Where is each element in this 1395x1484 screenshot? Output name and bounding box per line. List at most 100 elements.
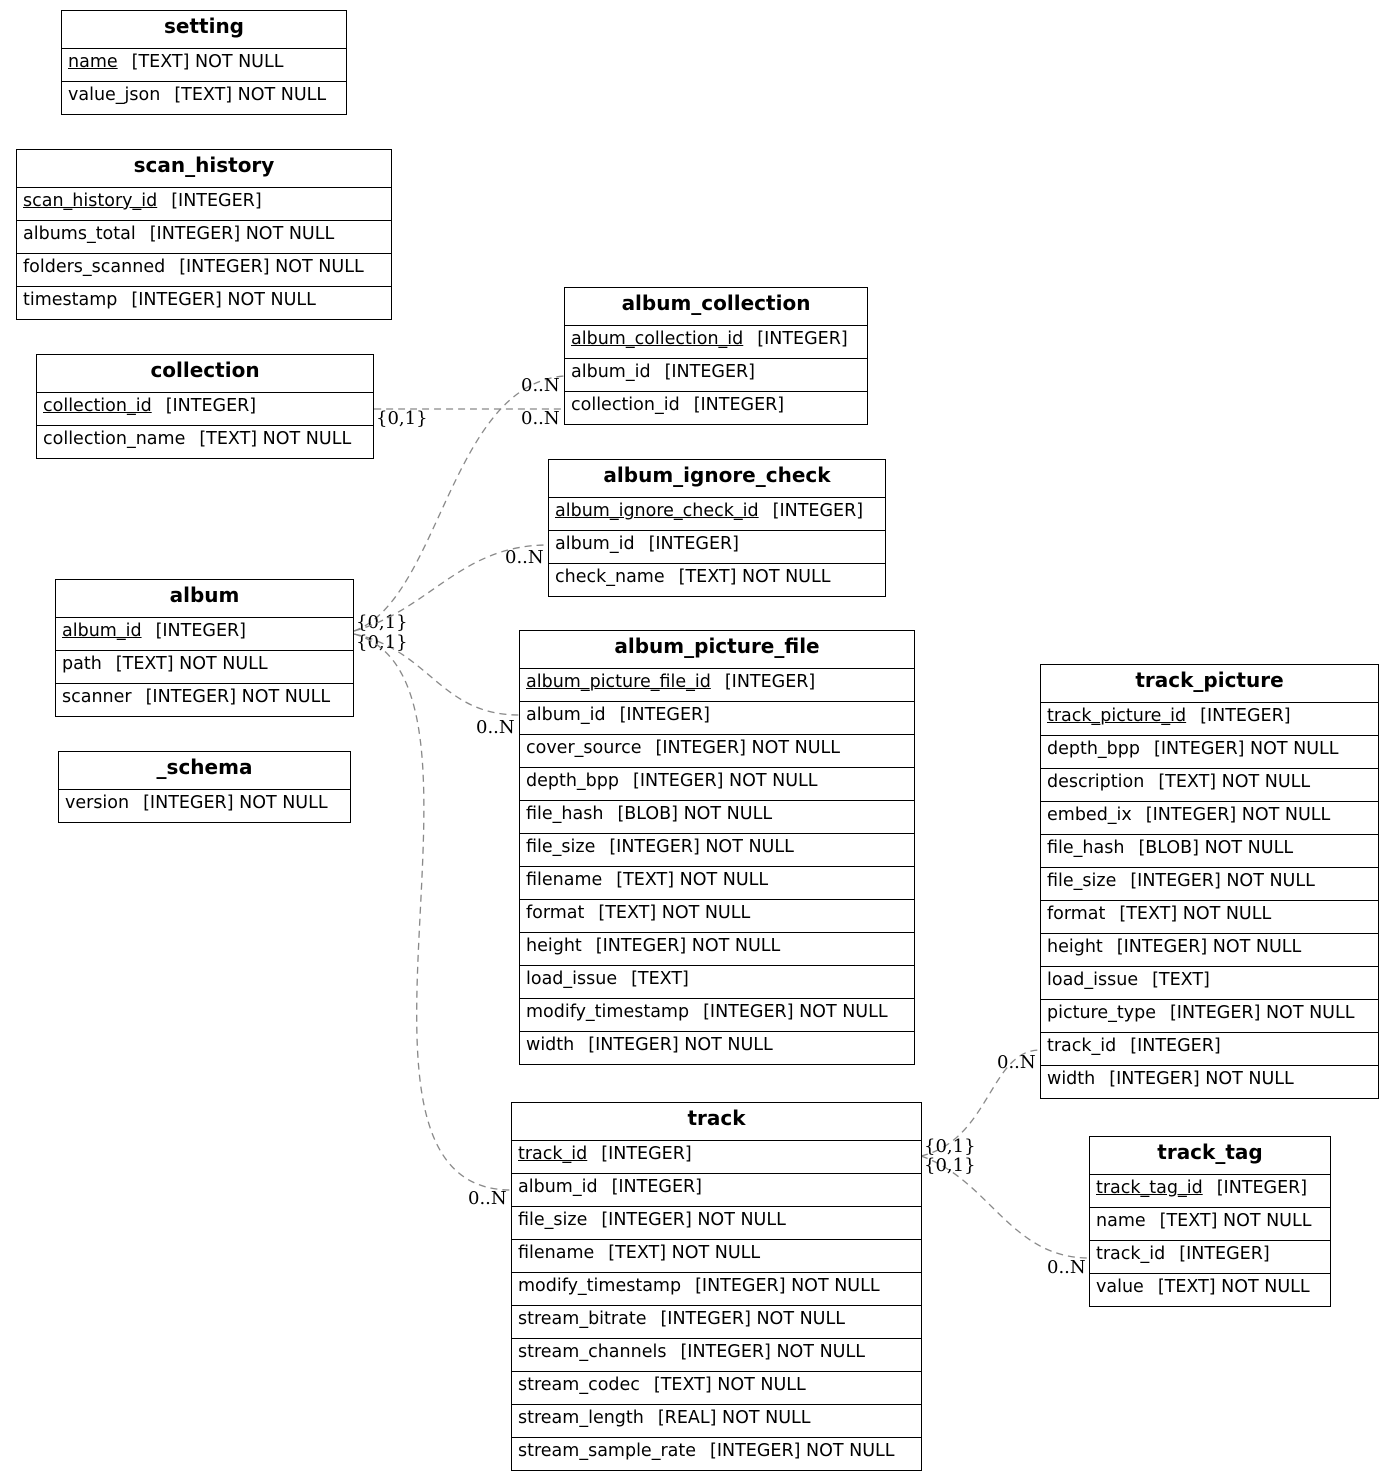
field-name: album_id <box>555 534 635 554</box>
field-type: [INTEGER] NOT NULL <box>633 771 818 791</box>
field-row: load_issue [TEXT] <box>1041 966 1378 999</box>
field-type: [INTEGER] <box>165 396 257 416</box>
cardinality-from-label: {0,1} <box>356 612 408 633</box>
entity-title: album_collection <box>621 291 811 315</box>
field-name: modify_timestamp <box>518 1276 682 1296</box>
cardinality-to-label: 0..N <box>997 1052 1036 1073</box>
field-type: [INTEGER] <box>171 191 262 211</box>
entity-title: _schema <box>156 755 253 779</box>
field-row: load_issue[TEXT] <box>520 965 914 998</box>
field-name: file_size <box>526 837 596 857</box>
field-row: path[TEXT] NOT NULL <box>56 650 353 683</box>
field-type: [INTEGER] <box>1216 1178 1308 1198</box>
cardinality-from-label: {0,1} <box>924 1155 976 1176</box>
field-type: [INTEGER] NOT NULL <box>680 1342 865 1362</box>
field-name: cover_source <box>526 738 642 758</box>
field-name: collection_id <box>571 395 680 415</box>
field-name: timestamp <box>23 290 118 310</box>
field-name: track_id <box>1096 1244 1166 1264</box>
field-row: depth_bpp[INTEGER] NOT NULL <box>1041 735 1378 768</box>
primary-key-name: collection_id <box>43 396 152 416</box>
field-row: file_size[INTEGER] NOT NULL <box>512 1206 921 1239</box>
field-row: name[TEXT] NOT NULL <box>1090 1207 1330 1240</box>
field-name: filename <box>526 870 603 890</box>
entity-title: track_tag <box>1157 1140 1263 1164</box>
field-row: folders_scanned[INTEGER] NOT NULL <box>17 253 391 286</box>
field-row: album_id[INTEGER] <box>549 530 885 563</box>
field-type: [INTEGER] NOT NULL <box>595 936 781 956</box>
field-name: stream_bitrate <box>518 1309 647 1329</box>
field-row: filename [TEXT] NOT NULL <box>512 1239 921 1272</box>
field-type: [INTEGER] <box>772 501 864 521</box>
field-row: description[TEXT] NOT NULL <box>1041 768 1378 801</box>
field-name: width <box>1047 1069 1096 1089</box>
entity-title: scan_history <box>133 153 275 177</box>
field-row: file_hash[BLOB] NOT NULL <box>1041 834 1378 867</box>
field-row: file_size [INTEGER] NOT NULL <box>520 833 914 866</box>
field-row: album_id[INTEGER] <box>512 1173 921 1206</box>
field-name: load_issue <box>1047 970 1139 990</box>
entity-title: album_ignore_check <box>603 463 831 487</box>
field-name: stream_codec <box>518 1375 640 1395</box>
field-type: [INTEGER] <box>693 395 785 415</box>
field-type: [BLOB] NOT NULL <box>617 804 773 824</box>
field-name: height <box>1047 937 1103 957</box>
field-row: album_id [INTEGER] <box>56 617 353 650</box>
field-name: name <box>1096 1211 1146 1231</box>
field-row: depth_bpp[INTEGER] NOT NULL <box>520 767 914 800</box>
entity-title: setting <box>164 14 244 38</box>
field-row: album_id[INTEGER] <box>520 701 914 734</box>
cardinality-from-label: {0,1} <box>356 632 408 653</box>
relationship-edge <box>920 1155 1090 1259</box>
field-type: [INTEGER] <box>1200 706 1291 726</box>
field-name: album_id <box>571 362 651 382</box>
field-row: collection_name[TEXT] NOT NULL <box>37 425 373 458</box>
field-row: album_id[INTEGER] <box>565 358 867 391</box>
field-row: embed_ix[INTEGER] NOT NULL <box>1041 801 1378 834</box>
field-row: timestamp[INTEGER] NOT NULL <box>17 286 391 319</box>
field-name: stream_channels <box>518 1342 667 1362</box>
field-row: modify_timestamp[INTEGER] NOT NULL <box>520 998 914 1031</box>
field-type: [INTEGER] NOT NULL <box>695 1276 880 1296</box>
field-name: load_issue <box>526 969 618 989</box>
field-type: [INTEGER] NOT NULL <box>1130 871 1315 891</box>
primary-key-name: album_id <box>62 621 142 641</box>
field-type: [INTEGER] <box>601 1144 692 1164</box>
field-type: [TEXT] <box>1152 970 1210 990</box>
field-row: height [INTEGER] NOT NULL <box>520 932 914 965</box>
field-name: file_size <box>1047 871 1117 891</box>
field-type: [TEXT] NOT NULL <box>678 567 831 587</box>
field-name: stream_sample_rate <box>518 1441 696 1461</box>
primary-key-name: name <box>68 52 118 72</box>
relationship-edge <box>353 375 565 632</box>
cardinality-from-label: {0,1} <box>924 1136 976 1157</box>
field-row: cover_source[INTEGER] NOT NULL <box>520 734 914 767</box>
field-name: filename <box>518 1243 595 1263</box>
primary-key-name: album_ignore_check_id <box>555 501 759 521</box>
field-row: height[INTEGER] NOT NULL <box>1041 933 1378 966</box>
entity-scan-history: scan_history scan_history_id[INTEGER]albu… <box>16 149 392 320</box>
field-type: [REAL] NOT NULL <box>657 1408 811 1428</box>
field-name: height <box>526 936 582 956</box>
field-row: stream_sample_rate[INTEGER] NOT NULL <box>512 1437 921 1470</box>
field-type: [TEXT] NOT NULL <box>608 1243 761 1263</box>
field-row: collection_id [INTEGER] <box>37 392 373 425</box>
field-name: folders_scanned <box>23 257 166 277</box>
entity-album-ignore-check: album_ignore_check album_ignore_check_id [… <box>548 459 886 597</box>
field-type: [INTEGER] <box>155 621 246 641</box>
field-row: modify_timestamp [INTEGER] NOT NULL <box>512 1272 921 1305</box>
entity-title: album_picture_file <box>614 634 820 658</box>
field-name: album_id <box>518 1177 598 1197</box>
relationship-edge <box>353 633 520 716</box>
field-row: stream_codec[TEXT] NOT NULL <box>512 1371 921 1404</box>
field-row: album_picture_file_id[INTEGER] <box>520 668 914 701</box>
field-name: albums_total <box>23 224 136 244</box>
field-type: [INTEGER] <box>757 329 848 349</box>
field-type: [TEXT] NOT NULL <box>115 654 268 674</box>
field-row: scanner[INTEGER] NOT NULL <box>56 683 353 716</box>
field-type: [INTEGER] NOT NULL <box>609 837 794 857</box>
field-row: scan_history_id[INTEGER] <box>17 187 391 220</box>
